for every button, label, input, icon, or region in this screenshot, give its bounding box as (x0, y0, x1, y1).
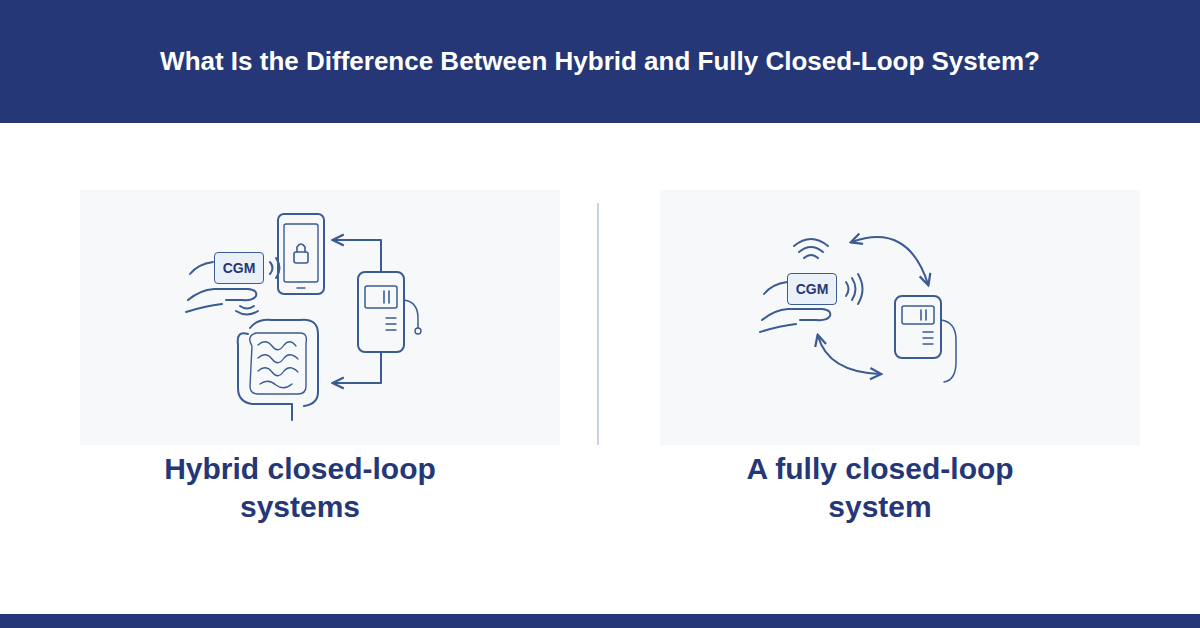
background-patch-part (80, 190, 560, 445)
insulin-pump-part (404, 300, 418, 328)
flow-arrow (818, 237, 928, 374)
intestines-part (250, 320, 318, 406)
flow-arrow-part (334, 240, 381, 272)
insulin-pump-part (941, 320, 956, 382)
wireless-signal-part (236, 311, 258, 315)
sensor-label: CGM (796, 281, 829, 297)
wireless-signal-part (858, 274, 863, 304)
intestines-part (250, 333, 307, 394)
hand-part (760, 324, 796, 332)
hand-part (190, 262, 213, 274)
insulin-pump-part (358, 272, 404, 352)
wireless-signal-part (240, 306, 254, 309)
wireless-signal-part (846, 282, 849, 296)
smartphone-part (297, 287, 305, 288)
insulin-pump-part (925, 310, 927, 320)
flow-arrow-part (334, 352, 381, 383)
flow-arrow-part (852, 237, 928, 284)
wireless-signal-part (270, 262, 273, 274)
insulin-pump-part (386, 329, 396, 330)
insulin-pump-part (415, 328, 421, 334)
hand-part (764, 282, 787, 294)
smartphone (278, 214, 324, 294)
sensor-box: CGM (214, 252, 264, 284)
divider (597, 203, 599, 445)
smartphone-part (294, 252, 308, 263)
wireless-signal-part (794, 239, 828, 246)
background-patch (80, 190, 1140, 445)
wireless-signal-part (799, 247, 823, 252)
insulin-pump-part (902, 306, 934, 324)
insulin-pump-part (920, 310, 922, 320)
insulin-pump (358, 272, 421, 352)
sensor-label: CGM (223, 260, 256, 276)
intestines-part (258, 342, 298, 388)
illustration-part (186, 214, 956, 420)
background-patch-part (660, 190, 1140, 445)
smartphone-part (284, 224, 318, 282)
flow-arrow-part (818, 336, 880, 374)
wireless-signal-part (852, 278, 856, 300)
insulin-pump-part (923, 331, 933, 332)
panel-caption: A fully closed-loop system (710, 450, 1050, 526)
insulin-pump-part (923, 343, 933, 344)
insulin-pump-part (365, 286, 397, 308)
hand-part (186, 304, 222, 312)
panel-caption: Hybrid closed-loop systems (130, 450, 470, 526)
insulin-pump-part (386, 323, 396, 324)
hand-part (762, 309, 830, 320)
intestines (238, 320, 318, 420)
flow-arrow (334, 240, 381, 383)
smartphone-part (278, 214, 324, 294)
title-bar: What Is the Difference Between Hybrid an… (0, 0, 1200, 123)
hand-part (188, 289, 256, 300)
insulin-pump-part (388, 291, 390, 303)
page-title: What Is the Difference Between Hybrid an… (140, 46, 1060, 77)
wireless-signal (794, 239, 863, 304)
smartphone-part (297, 244, 305, 252)
footer-bar (0, 614, 1200, 628)
insulin-pump-part (383, 291, 385, 303)
wireless-signal-part (804, 255, 818, 258)
insulin-pump-part (386, 317, 396, 318)
insulin-pump (895, 296, 956, 382)
sensor-box: CGM (787, 273, 837, 305)
insulin-pump-part (923, 337, 933, 338)
insulin-pump-part (895, 296, 941, 358)
